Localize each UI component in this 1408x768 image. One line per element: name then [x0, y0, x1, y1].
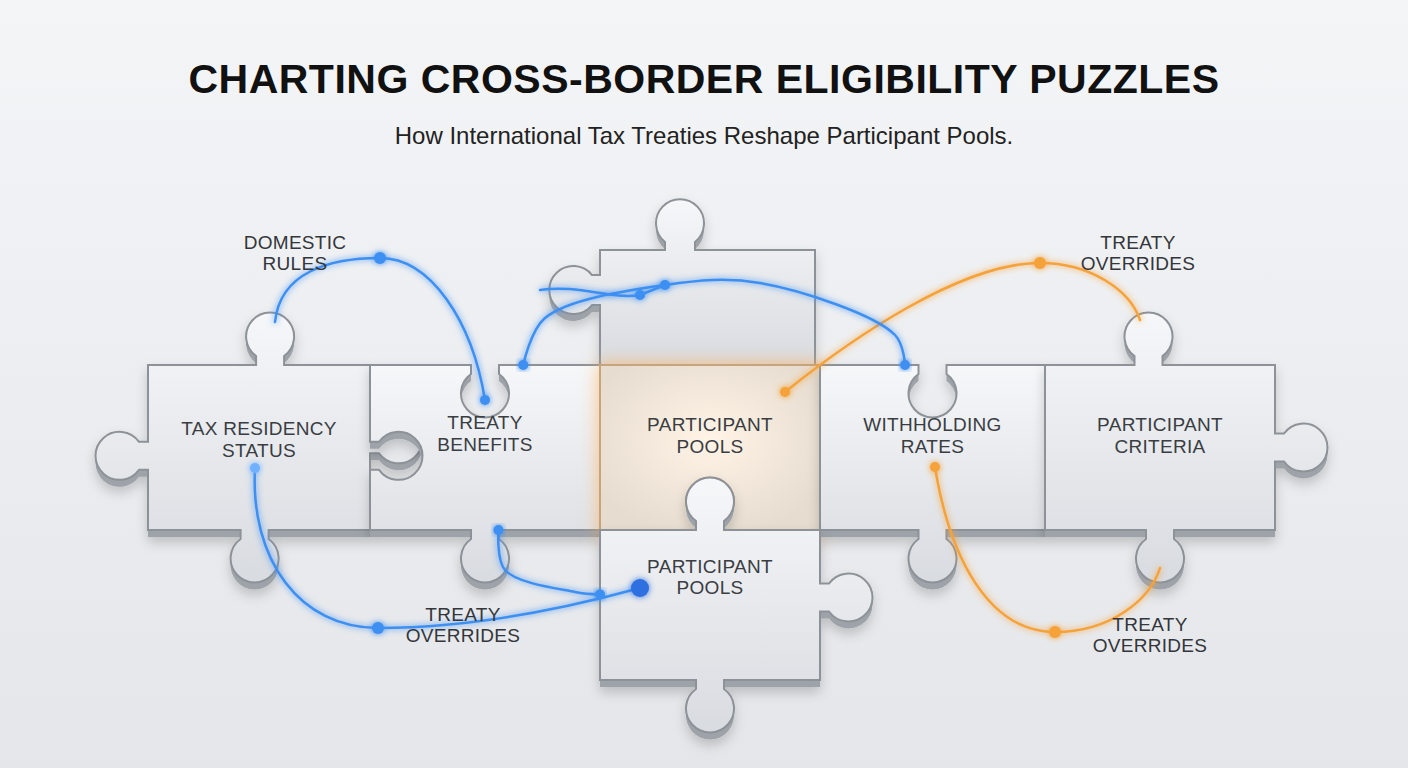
junction-dot [780, 387, 790, 397]
piece-label: PARTICIPANT CRITERIA [1085, 414, 1235, 457]
puzzle-piece: PARTICIPANT POOLS [600, 530, 820, 680]
piece-face [549, 199, 815, 365]
piece-label: WITHHOLDING RATES [858, 414, 1008, 457]
piece-body [1045, 313, 1327, 590]
floating-label: TREATY OVERRIDES [1080, 614, 1220, 657]
junction-dot [635, 290, 645, 300]
leader-line [540, 285, 665, 296]
link-end-dot [595, 589, 605, 599]
treaty-link [498, 530, 600, 594]
junction-dot [660, 280, 670, 290]
piece-label: TREATY BENEFITS [425, 412, 545, 455]
piece-face [1045, 313, 1327, 583]
leader-line [275, 258, 485, 400]
piece-face [820, 365, 1045, 582]
piece-body [370, 365, 600, 589]
junction-dot [631, 579, 649, 597]
junction-dot [1049, 626, 1061, 638]
piece-text-box: TAX RESIDENCY STATUS [148, 357, 370, 522]
leader-line [935, 467, 1160, 632]
piece-outline [600, 530, 820, 680]
puzzle-piece: PARTICIPANT CRITERIA [1045, 365, 1275, 530]
piece-face [370, 365, 600, 582]
piece-body [820, 365, 1045, 589]
diagram-caption: How International Tax Treaties Reshape P… [0, 122, 1408, 150]
junction-dot [930, 462, 940, 472]
puzzle-piece: TAX RESIDENCY STATUS [148, 365, 370, 530]
puzzle-piece: WITHHOLDING RATES [820, 365, 1045, 530]
floating-label: TREATY OVERRIDES [393, 604, 533, 647]
junction-dot [1034, 257, 1046, 269]
piece-label: PARTICIPANT POOLS [630, 556, 790, 599]
junction-dot [372, 622, 384, 634]
piece-text-box: WITHHOLDING RATES [820, 353, 1045, 518]
treaty-link [523, 280, 905, 365]
piece-text-box: PARTICIPANT POOLS [600, 502, 820, 652]
piece-label: PARTICIPANT POOLS [630, 414, 790, 457]
floating-label: DOMESTIC RULES [225, 232, 365, 275]
piece-body [600, 478, 872, 740]
piece-face [600, 478, 872, 733]
piece-label: TAX RESIDENCY STATUS [159, 418, 359, 461]
link-end-dot [493, 525, 503, 535]
link-end-dot [900, 360, 910, 370]
link-end-dot [518, 360, 528, 370]
floating-label: TREATY OVERRIDES [1068, 232, 1208, 275]
junction-dot [374, 252, 386, 264]
blank-puzzle-piece [549, 199, 815, 372]
junction-dot [250, 463, 260, 473]
piece-body [96, 313, 423, 590]
piece-thickness [549, 206, 815, 372]
puzzle-piece: TREATY BENEFITS [370, 365, 600, 530]
leader-line [785, 263, 1140, 392]
piece-text-box: PARTICIPANT CRITERIA [1045, 353, 1275, 518]
diagram-title: CHARTING CROSS-BORDER ELIGIBILITY PUZZLE… [0, 56, 1408, 103]
piece-text-box: TREATY BENEFITS [370, 351, 600, 516]
junction-dot [480, 395, 490, 405]
